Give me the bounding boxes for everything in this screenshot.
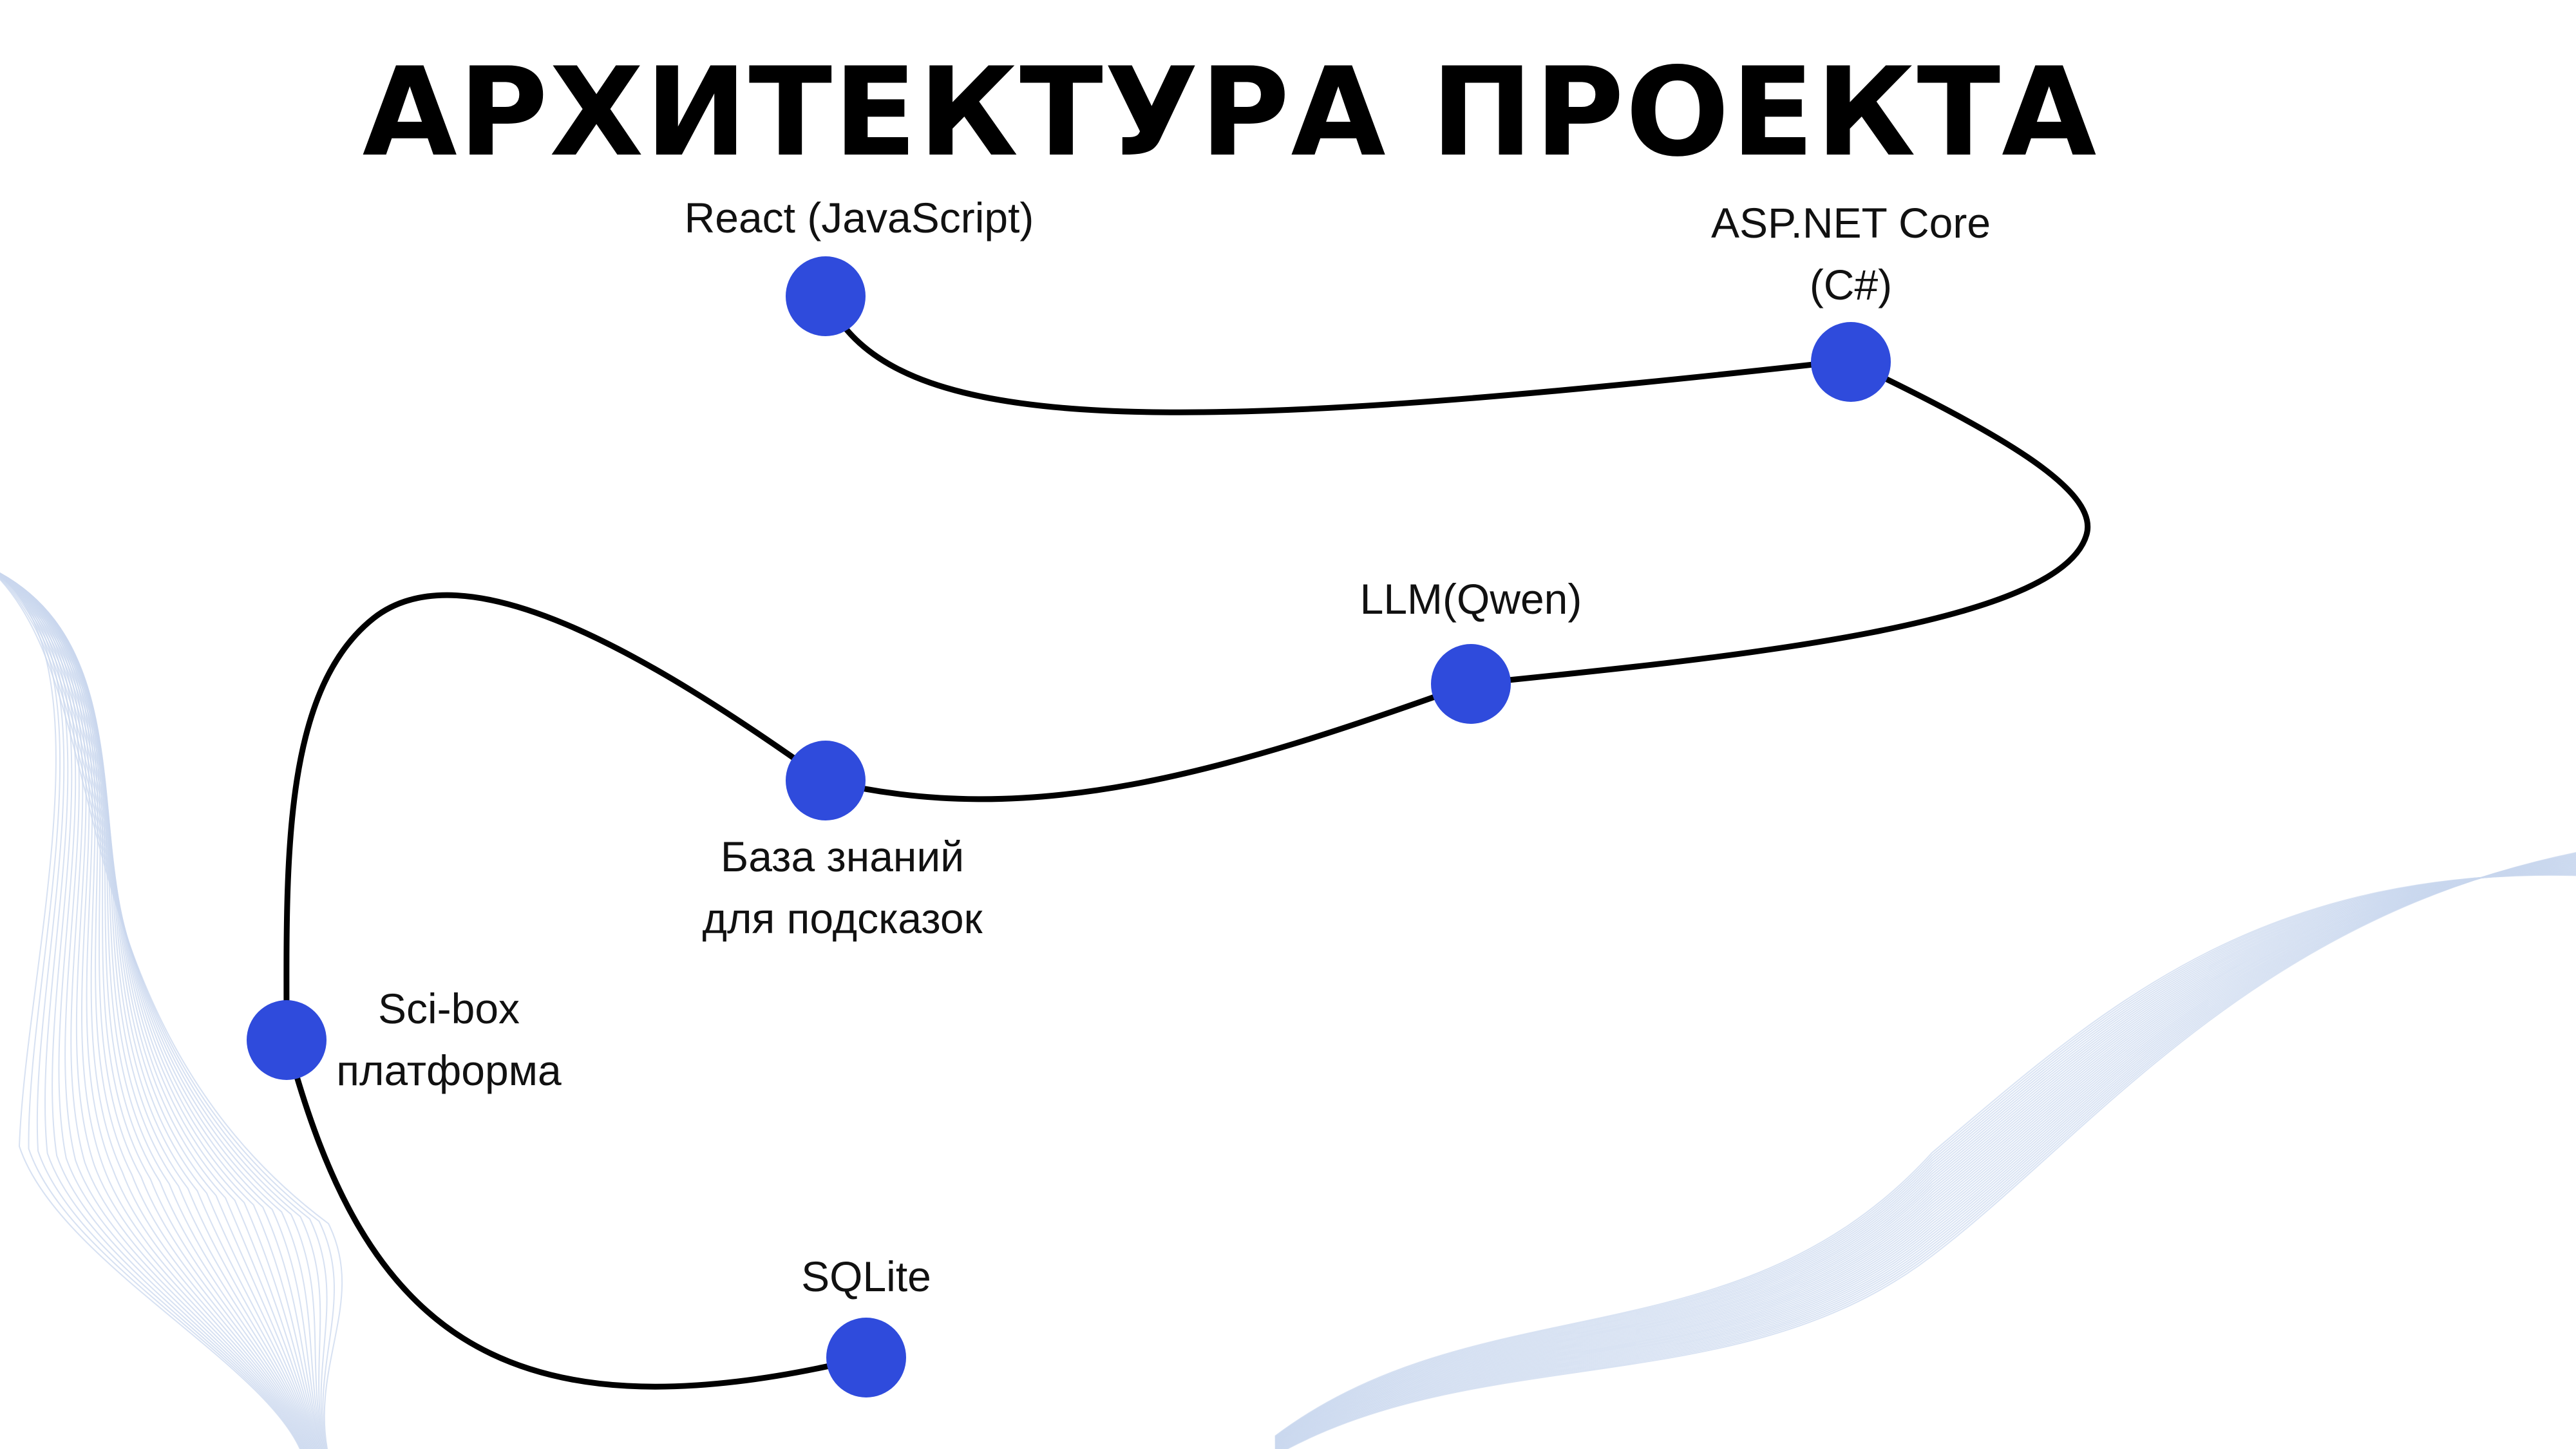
- wave-line: [0, 573, 319, 1449]
- wave-line: [1274, 862, 2576, 1448]
- connector-kb-scibox: [283, 592, 829, 1043]
- wave-line: [0, 573, 317, 1449]
- connector-scibox-sqlite: [283, 1037, 869, 1390]
- wave-line: [0, 575, 324, 1449]
- wave-line: [1274, 863, 2576, 1447]
- node-kb[interactable]: [786, 741, 866, 820]
- wave-line: [0, 578, 335, 1449]
- node-react[interactable]: [786, 256, 866, 336]
- left-wave-pattern: [0, 573, 343, 1449]
- wave-line: [1274, 870, 2576, 1441]
- wave-line: [1274, 867, 2576, 1443]
- wave-line: [0, 574, 323, 1449]
- wave-line: [0, 576, 328, 1449]
- wave-line: [1274, 871, 2576, 1440]
- wave-line: [0, 575, 301, 1449]
- wave-line: [0, 574, 303, 1449]
- node-label-line: LLM(Qwen): [1359, 575, 1582, 623]
- wave-line: [1274, 866, 2576, 1444]
- nodes: [247, 256, 1891, 1397]
- wave-line: [0, 573, 318, 1449]
- connector-llm-kb: [822, 681, 1474, 802]
- wave-line: [1274, 873, 2576, 1439]
- wave-line: [1285, 852, 2576, 1449]
- wave-line: [1274, 871, 2576, 1439]
- wave-line: [1282, 854, 2576, 1449]
- node-aspnet[interactable]: [1811, 322, 1891, 402]
- wave-line: [0, 573, 304, 1449]
- node-label-react: React (JavaScript): [666, 187, 1052, 249]
- wave-line: [1274, 865, 2576, 1445]
- node-label-sqlite: SQLite: [705, 1245, 1027, 1307]
- wave-line: [1274, 874, 2576, 1437]
- wave-line: [1274, 860, 2576, 1449]
- node-label-line: SQLite: [801, 1253, 931, 1300]
- slide-title: АРХИТЕКТУРА ПРОЕКТА: [362, 41, 2098, 184]
- node-label-kb: База знаний для подсказок: [649, 826, 1036, 949]
- wave-line: [1274, 862, 2576, 1447]
- wave-line: [1280, 855, 2576, 1449]
- wave-line: [1274, 872, 2576, 1439]
- wave-line: [0, 574, 321, 1449]
- node-scibox[interactable]: [247, 1000, 327, 1080]
- node-label-scibox: Sci-box платформа: [288, 978, 610, 1101]
- wave-line: [1274, 864, 2576, 1446]
- wave-line: [1274, 859, 2576, 1449]
- wave-line: [1274, 859, 2576, 1449]
- wave-line: [1274, 869, 2576, 1442]
- wave-line: [1282, 853, 2576, 1449]
- wave-line: [0, 574, 321, 1449]
- wave-line: [1278, 857, 2576, 1449]
- wave-line: [0, 574, 302, 1449]
- node-label-line: React (JavaScript): [684, 194, 1034, 242]
- node-label-line: ASP.NET Core: [1710, 199, 1991, 247]
- node-llm[interactable]: [1431, 644, 1511, 724]
- wave-line: [1279, 856, 2576, 1449]
- wave-line: [1284, 853, 2576, 1449]
- right-wave-pattern: [1274, 852, 2576, 1449]
- wave-line: [0, 574, 323, 1449]
- node-label-llm: LLM(Qwen): [1278, 568, 1664, 630]
- wave-line: [1280, 855, 2576, 1449]
- node-label-line: (C#): [1809, 261, 1893, 308]
- wave-line: [1274, 867, 2576, 1443]
- node-label-line: Sci-box: [377, 985, 520, 1032]
- wave-line: [1276, 858, 2576, 1449]
- wave-line: [1283, 853, 2576, 1449]
- wave-line: [1274, 860, 2576, 1449]
- wave-line: [0, 576, 325, 1449]
- wave-line: [0, 576, 326, 1449]
- node-label-line: для подсказок: [702, 895, 983, 942]
- wave-line: [1274, 865, 2576, 1445]
- wave-line: [1277, 857, 2576, 1449]
- wave-line: [1275, 858, 2576, 1449]
- wave-line: [0, 574, 303, 1449]
- node-label-aspnet: ASP.NET Core (C#): [1658, 192, 2044, 316]
- wave-line: [1274, 866, 2576, 1444]
- wave-line: [1274, 868, 2576, 1443]
- node-sqlite[interactable]: [826, 1318, 906, 1397]
- wave-line: [1274, 874, 2576, 1437]
- node-label-line: платформа: [336, 1046, 562, 1094]
- wave-line: [1274, 871, 2576, 1441]
- wave-line: [0, 578, 343, 1449]
- node-label-line: База знаний: [720, 833, 965, 880]
- connectors: [283, 293, 2091, 1390]
- wave-line: [1274, 869, 2576, 1441]
- wave-line: [1274, 864, 2576, 1446]
- connector-react-aspnet: [822, 293, 1852, 415]
- wave-line: [1274, 861, 2576, 1448]
- connector-aspnet-llm: [1468, 357, 2091, 687]
- wave-line: [0, 573, 320, 1449]
- wave-line: [1274, 873, 2576, 1438]
